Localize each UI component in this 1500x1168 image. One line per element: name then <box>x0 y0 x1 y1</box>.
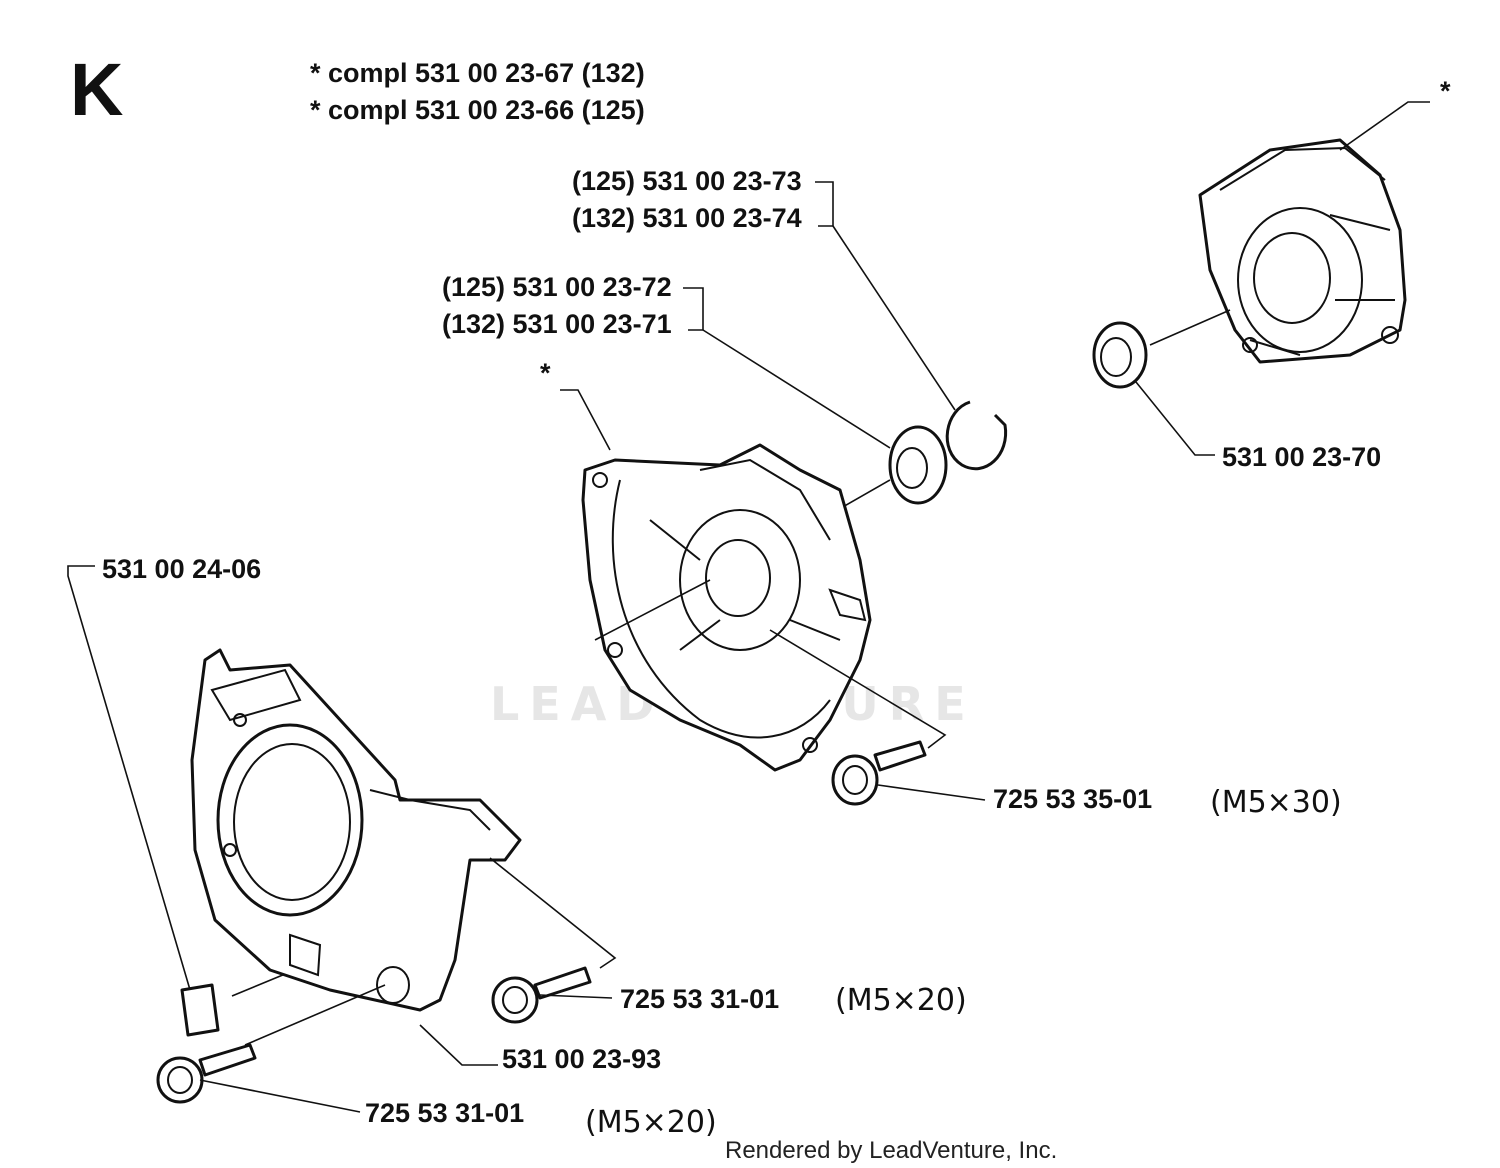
right-crankcase-half <box>1198 138 1407 364</box>
label-clip: 531 00 24-06 <box>102 554 261 584</box>
label-screw-m5x20-lower-size: (M5×20) <box>585 1105 717 1140</box>
label-screw-m5x20-upper-size: (M5×20) <box>835 983 967 1018</box>
section-letter: K <box>70 48 123 131</box>
label-screw-m5x20-upper-number: 725 53 31-01 <box>620 984 779 1014</box>
label-bearing-small-132: (132) 531 00 23-71 <box>442 309 672 339</box>
screw-m5x30 <box>831 740 927 806</box>
label-bearing-small-125: (125) 531 00 23-72 <box>442 272 672 302</box>
label-bearing-large-132: (132) 531 00 23-74 <box>572 203 802 233</box>
fan-crankcase-half <box>581 443 872 772</box>
bearing-right <box>1092 321 1148 389</box>
header-note-132: * compl 531 00 23-67 (132) <box>310 58 645 88</box>
marker-right-half: * <box>1440 76 1451 106</box>
footer-credit: Rendered by LeadVenture, Inc. <box>725 1137 1057 1164</box>
label-screw-m5x20-lower-number: 725 53 31-01 <box>365 1098 524 1128</box>
clip <box>180 983 220 1037</box>
label-cover: 531 00 23-93 <box>502 1044 661 1074</box>
screw-m5x20-upper <box>491 966 592 1024</box>
label-screw-m5x30-number: 725 53 35-01 <box>993 784 1152 814</box>
bearing-small <box>888 425 948 505</box>
header-note-125: * compl 531 00 23-66 (125) <box>310 95 645 125</box>
screw-m5x20-lower <box>156 1043 257 1104</box>
label-bearing-right: 531 00 23-70 <box>1222 442 1381 472</box>
label-bearing-large-125: (125) 531 00 23-73 <box>572 166 802 196</box>
circlip <box>945 400 1008 471</box>
starter-cover <box>190 648 522 1012</box>
label-screw-m5x30-size: (M5×30) <box>1210 785 1342 820</box>
marker-fan-half: * <box>540 358 551 388</box>
